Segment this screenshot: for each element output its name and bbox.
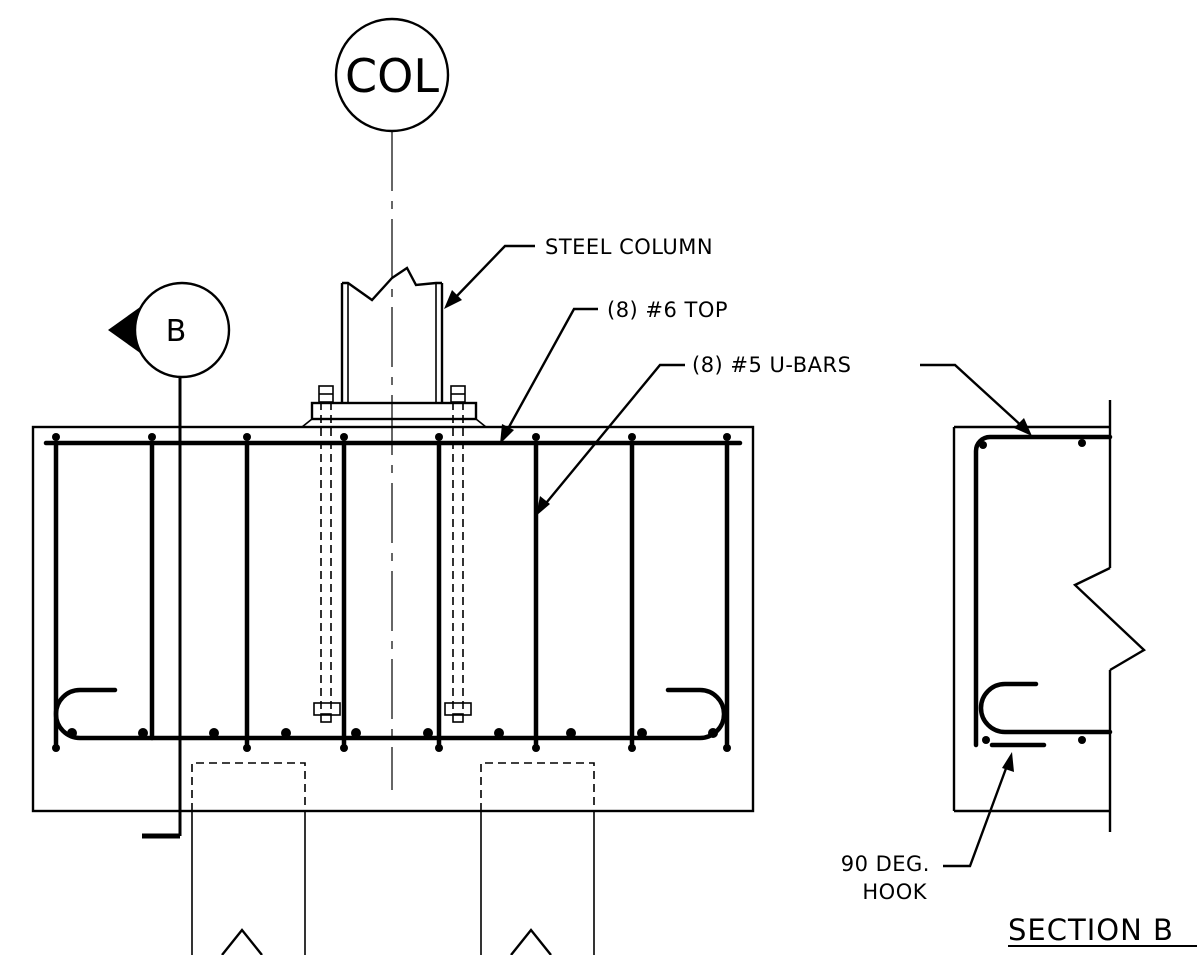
- leader-steel-column: [444, 244, 535, 309]
- base-plate: [301, 401, 487, 428]
- leader-hook: [943, 752, 1014, 868]
- rebar-dots: [52, 433, 731, 752]
- label-u-bars: (8) #5 U-BARS: [692, 353, 851, 377]
- anchor-bolt-left: [313, 385, 341, 723]
- u-bars: [53, 440, 730, 748]
- section-cut-marker: B: [108, 281, 231, 839]
- section-title: SECTION B: [1008, 913, 1174, 947]
- pile-left: [191, 762, 306, 955]
- label-hook-line1: 90 DEG.: [841, 852, 930, 876]
- pile-cap-outline: [31, 425, 755, 813]
- label-steel-column: STEEL COLUMN: [545, 235, 713, 259]
- steel-column: [340, 266, 444, 403]
- column-bubble-label: COL: [345, 49, 439, 103]
- column-grid-bubble: COL: [334, 17, 450, 133]
- label-top-bars: (8) #6 TOP: [607, 298, 728, 322]
- section-bubble-label: B: [166, 314, 187, 349]
- bottom-bars: [53, 687, 727, 741]
- leader-u-bars-section: [920, 363, 1026, 430]
- anchor-bolt-right: [444, 385, 472, 723]
- leader-top-bars: [500, 307, 598, 444]
- section-b-view: [952, 400, 1146, 832]
- label-hook-line2: HOOK: [862, 880, 927, 904]
- pile-right: [480, 762, 595, 955]
- leader-u-bars: [536, 363, 685, 516]
